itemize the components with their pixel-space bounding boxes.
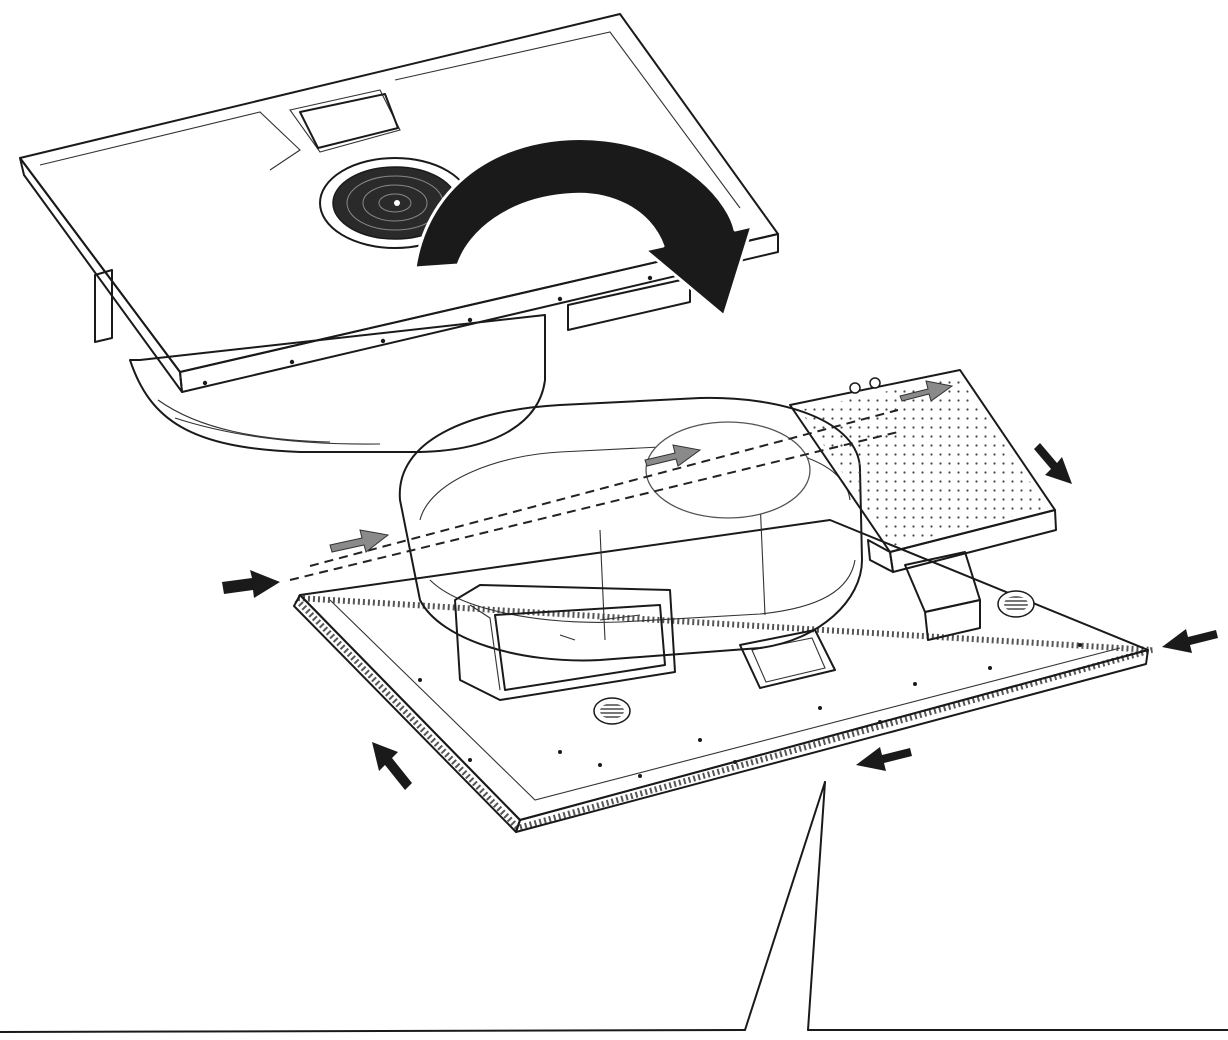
press-arrow-icon <box>856 747 912 771</box>
slide-arrow-icon <box>899 380 954 402</box>
press-arrow-icon <box>222 570 280 598</box>
press-arrow-icon <box>1162 629 1218 653</box>
press-arrow-icon <box>372 742 412 790</box>
slide-arrow-icon <box>329 529 390 553</box>
press-arrows <box>222 443 1218 790</box>
slide-arrow-icon <box>644 444 702 467</box>
filter-guide-lines <box>289 409 899 581</box>
rotation-arrow-icon <box>413 137 754 318</box>
slide-arrows <box>329 380 954 553</box>
callout-leader <box>0 781 1228 1033</box>
chassis-assembly <box>292 369 1153 833</box>
press-arrow-icon <box>1034 443 1072 484</box>
